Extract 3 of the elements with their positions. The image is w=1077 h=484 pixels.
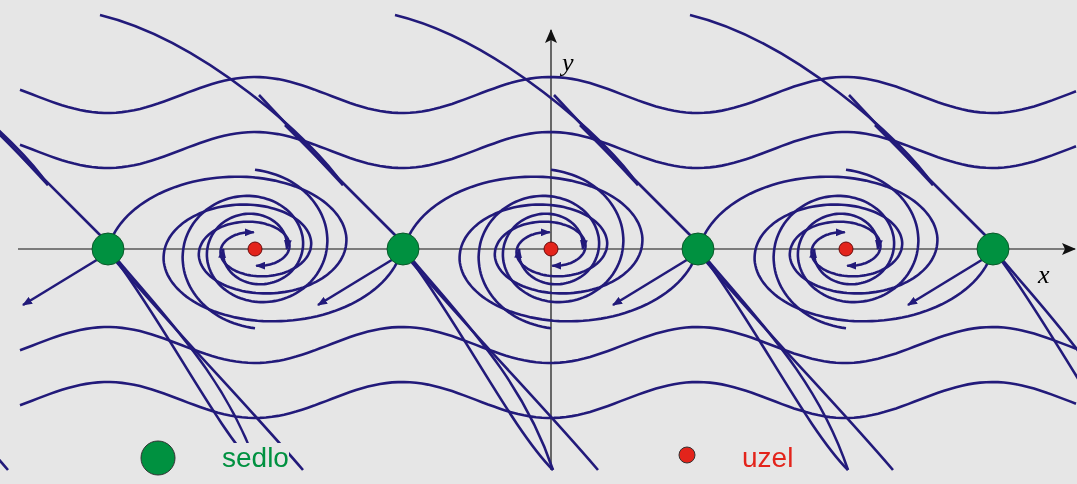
axis-label: x	[1038, 262, 1050, 288]
axis-label: y	[562, 50, 574, 76]
legend-label: sedlo	[222, 443, 289, 473]
